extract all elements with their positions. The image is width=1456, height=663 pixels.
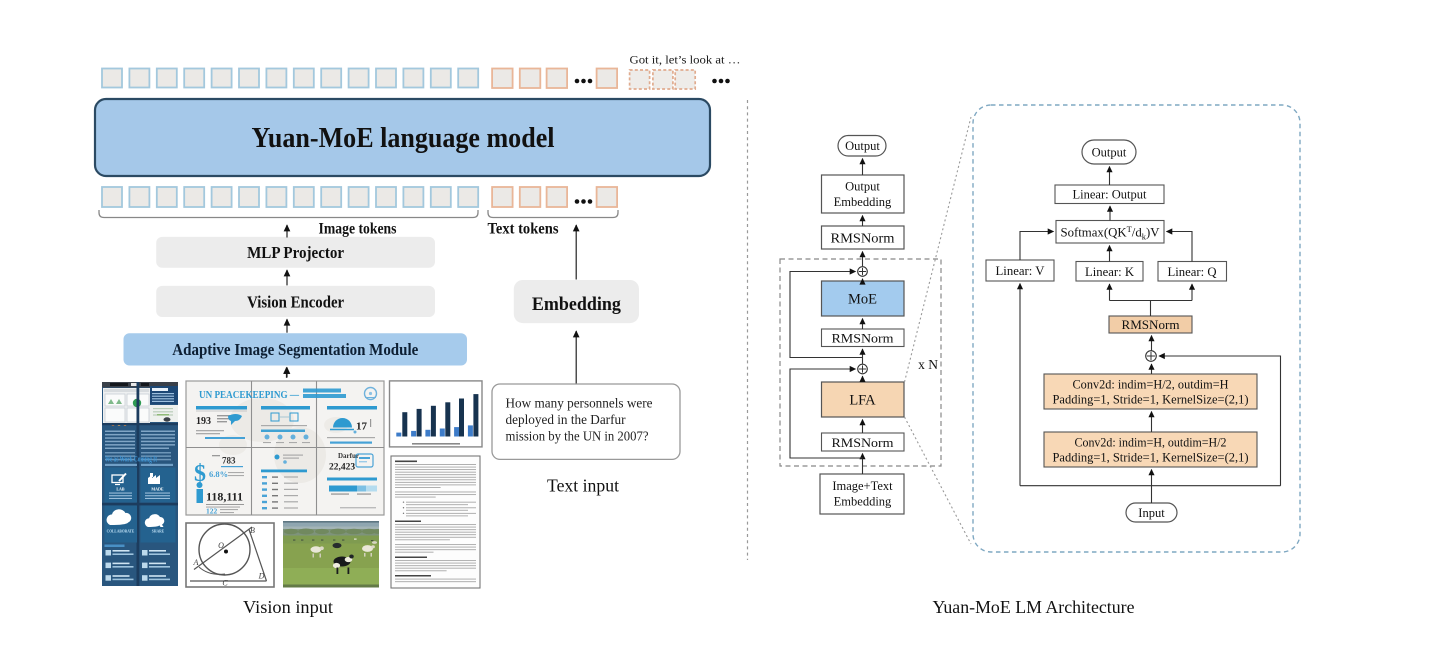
svg-text:RMSNorm: RMSNorm bbox=[832, 436, 894, 450]
svg-text:Output: Output bbox=[1092, 146, 1127, 160]
svg-text:C: C bbox=[222, 579, 228, 588]
svg-text:Linear: V: Linear: V bbox=[996, 264, 1046, 278]
svg-text:deployed in the Darfur: deployed in the Darfur bbox=[506, 412, 626, 427]
svg-text:Padding=1, Stride=1, KernelSiz: Padding=1, Stride=1, KernelSize=(2,1) bbox=[1053, 393, 1249, 407]
svg-text:Linear: K: Linear: K bbox=[1085, 265, 1135, 279]
svg-text:MoE: MoE bbox=[848, 292, 877, 308]
svg-text:Input: Input bbox=[1138, 506, 1165, 520]
svg-text:We as Work Coming It: We as Work Coming It bbox=[105, 455, 157, 464]
svg-text:RMSNorm: RMSNorm bbox=[1122, 318, 1180, 332]
svg-text:118,111: 118,111 bbox=[206, 492, 243, 504]
svg-text:Vision Encoder: Vision Encoder bbox=[247, 293, 344, 312]
svg-text:22,423: 22,423 bbox=[329, 463, 355, 473]
svg-text:Output: Output bbox=[845, 139, 880, 153]
svg-text:MADE: MADE bbox=[151, 487, 164, 492]
svg-text:Softmax(QKT/dk)V: Softmax(QKT/dk)V bbox=[1060, 224, 1160, 242]
svg-text:Vision input: Vision input bbox=[243, 597, 333, 617]
svg-text:Embedding: Embedding bbox=[532, 294, 621, 315]
svg-text:$: $ bbox=[194, 461, 206, 487]
svg-text:Yuan-MoE LM Architecture: Yuan-MoE LM Architecture bbox=[933, 597, 1135, 617]
svg-text:783: 783 bbox=[222, 456, 236, 466]
svg-text:UN PEACEKEEPING —: UN PEACEKEEPING — bbox=[199, 390, 299, 401]
svg-text:O: O bbox=[218, 541, 224, 550]
svg-text:MLP Projector: MLP Projector bbox=[247, 243, 344, 262]
svg-text:COLLABORATE: COLLABORATE bbox=[107, 530, 135, 534]
svg-text:LFA: LFA bbox=[849, 393, 876, 409]
svg-text:D: D bbox=[258, 572, 265, 581]
svg-text:RMSNorm: RMSNorm bbox=[831, 231, 896, 246]
svg-text:B: B bbox=[250, 526, 255, 535]
svg-text:Yuan-MoE language model: Yuan-MoE language model bbox=[252, 123, 555, 154]
svg-text:x N: x N bbox=[918, 357, 938, 372]
svg-text:193: 193 bbox=[196, 416, 211, 427]
svg-text:6.8%: 6.8% bbox=[209, 469, 228, 479]
svg-text:Linear: Q: Linear: Q bbox=[1168, 265, 1218, 279]
svg-text:Darfur: Darfur bbox=[338, 452, 359, 460]
svg-text:Got it, let’s look at …: Got it, let’s look at … bbox=[630, 53, 741, 67]
svg-text:17: 17 bbox=[356, 421, 368, 433]
svg-text:Conv2d: indim=H, outdim=H/2: Conv2d: indim=H, outdim=H/2 bbox=[1075, 436, 1227, 450]
svg-text:LAB: LAB bbox=[116, 487, 125, 492]
svg-text:A: A bbox=[193, 558, 199, 567]
svg-text:Embedding: Embedding bbox=[834, 495, 892, 509]
svg-text:Adaptive Image Segmentation Mo: Adaptive Image Segmentation Module bbox=[172, 340, 418, 359]
svg-text:Text tokens: Text tokens bbox=[488, 221, 559, 238]
svg-text:Output: Output bbox=[845, 180, 880, 194]
svg-text:Linear: Output: Linear: Output bbox=[1073, 188, 1147, 202]
svg-text:Image tokens: Image tokens bbox=[319, 221, 397, 238]
svg-text:Text input: Text input bbox=[547, 476, 619, 496]
svg-text:Image+Text: Image+Text bbox=[832, 479, 893, 493]
svg-text:Embedding: Embedding bbox=[834, 195, 892, 209]
svg-text:How many personnels were: How many personnels were bbox=[506, 396, 653, 411]
svg-text:Conv2d: indim=H/2, outdim=H: Conv2d: indim=H/2, outdim=H bbox=[1073, 378, 1229, 392]
svg-text:mission by the UN in 2007?: mission by the UN in 2007? bbox=[506, 429, 649, 444]
svg-text:Padding=1, Stride=1, KernelSiz: Padding=1, Stride=1, KernelSize=(2,1) bbox=[1053, 451, 1249, 465]
svg-text:122: 122 bbox=[206, 507, 218, 516]
svg-text:SHARE: SHARE bbox=[152, 530, 165, 534]
svg-text:RMSNorm: RMSNorm bbox=[832, 332, 894, 346]
